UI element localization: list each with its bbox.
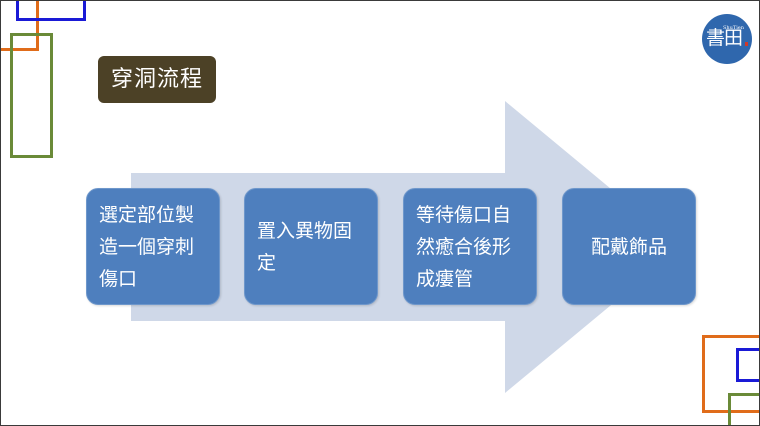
- slide-title: 穿洞流程: [98, 56, 216, 103]
- deco-frame-green-bottom-right: [728, 393, 759, 425]
- step-1-label: 選定部位製造一個穿刺傷口: [99, 203, 195, 290]
- deco-frame-blue-top-left: [16, 1, 86, 21]
- step-4-label: 配戴飾品: [590, 235, 667, 258]
- step-3-box: 等待傷口自然癒合後形成瘻管: [403, 188, 537, 305]
- logo-seal: [745, 42, 748, 46]
- step-4-box: 配戴飾品: [562, 188, 696, 305]
- deco-frame-orange-top-left: [1, 1, 39, 51]
- step-3-label: 等待傷口自然癒合後形成瘻管: [416, 203, 512, 290]
- deco-frame-blue-bottom-right: [736, 348, 759, 382]
- logo-subtext: ShuTien: [723, 25, 744, 31]
- step-2-box: 置入異物固定: [244, 188, 378, 305]
- step-2-label: 置入異物固定: [257, 219, 353, 274]
- shutien-logo: ShuTien 書田: [702, 14, 752, 64]
- deco-frame-green-left: [10, 33, 53, 158]
- logo-text: 書田: [706, 27, 743, 49]
- step-1-box: 選定部位製造一個穿刺傷口: [86, 188, 220, 305]
